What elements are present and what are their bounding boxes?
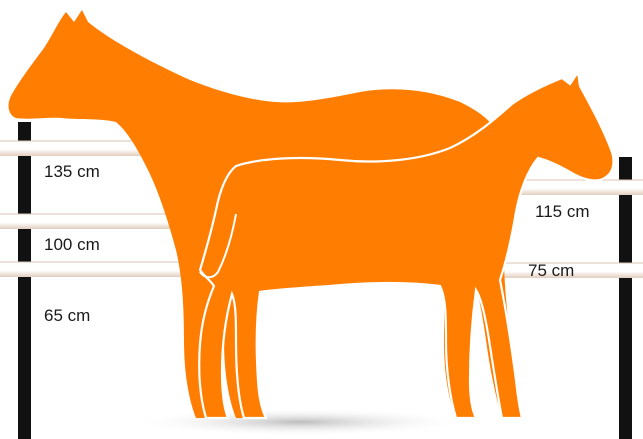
left-label-top: 135 cm [44,163,100,180]
right-label-bottom: 75 cm [528,262,574,279]
left-label-middle: 100 cm [44,236,100,253]
left-rail-middle [0,214,180,229]
right-label-top: 115 cm [535,203,590,220]
ground-shadow [130,408,470,436]
right-rail-top [520,180,643,195]
right-fence-post [619,157,632,439]
left-fence-post [18,122,31,439]
left-label-bottom: 65 cm [44,307,90,324]
